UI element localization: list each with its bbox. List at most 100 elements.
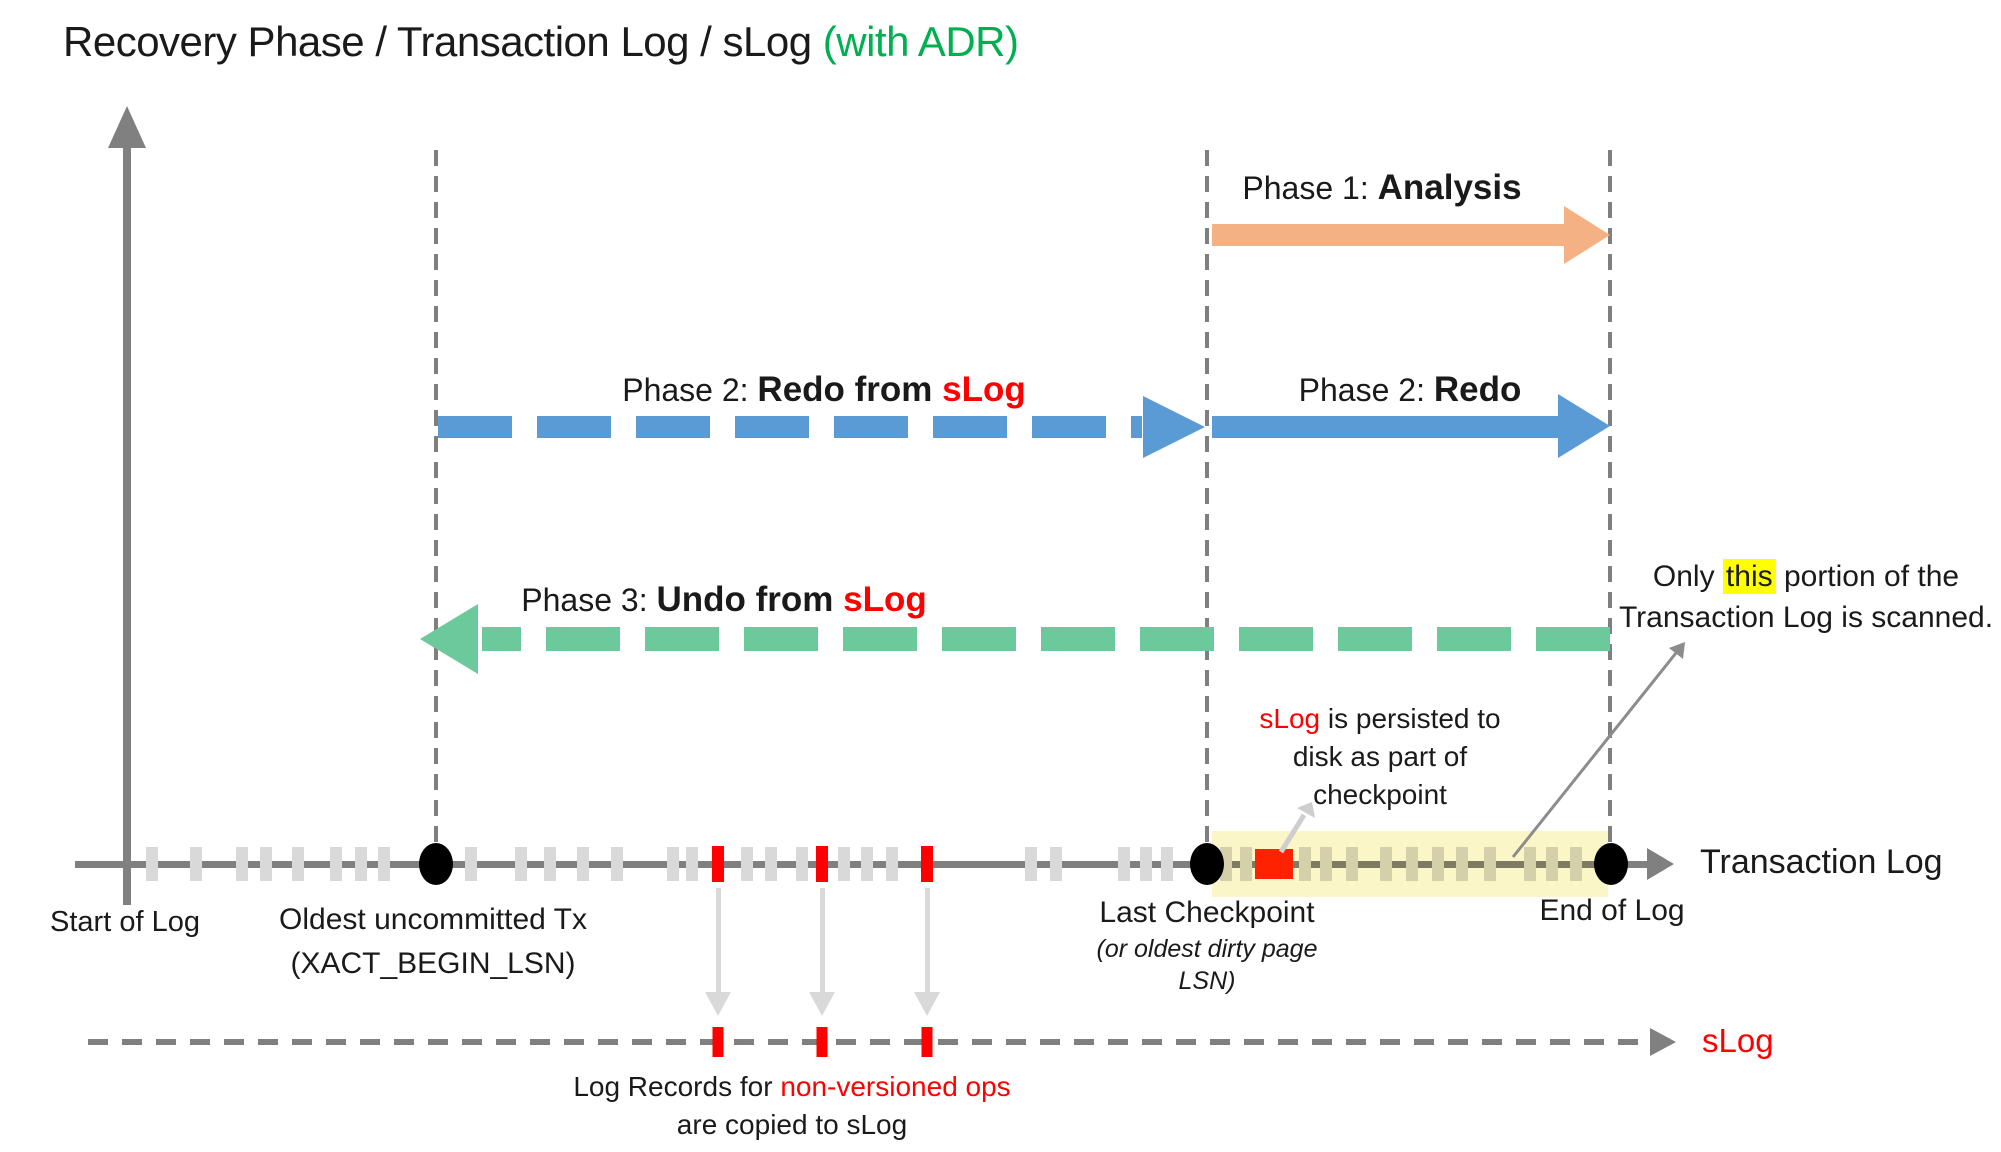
scanned-line1: Only this portion of the	[1619, 556, 1993, 597]
log-record-tick	[838, 847, 850, 881]
phase2-redo-arrow	[1212, 416, 1558, 438]
oldest-tx-line2: (XACT_BEGIN_LSN)	[290, 947, 576, 980]
log-record-tick	[861, 847, 873, 881]
checkpoint-dashed-line	[1205, 150, 1209, 850]
log-record-tick	[667, 847, 679, 881]
phase2-slog-prefix: Phase 2:	[622, 372, 758, 408]
copy-arrow-head	[914, 992, 940, 1016]
copy-arrow-shaft	[924, 888, 930, 992]
phase1-analysis-arrow	[1212, 224, 1564, 246]
phase1-label: Phase 1: Analysis	[1242, 168, 1521, 208]
persisted-line2: disk as part of	[1292, 741, 1468, 772]
log-record-tick	[544, 847, 556, 881]
log-record-tick	[515, 847, 527, 881]
log-record-tick	[1161, 847, 1173, 881]
title-main: Recovery Phase / Transaction Log / sLog	[63, 18, 823, 65]
scanned-callout-arrow-icon	[1511, 642, 1685, 858]
phase3-prefix: Phase 3:	[521, 582, 657, 618]
end-of-log-label: End of Log	[1539, 894, 1685, 927]
copy-to-slog-arrow-icon	[809, 888, 835, 1016]
log-record-tick	[741, 847, 753, 881]
phase1-arrowhead-icon	[1564, 206, 1610, 264]
log-record-tick	[355, 847, 367, 881]
copied-red-text: non-versioned ops	[780, 1071, 1011, 1102]
phase3-slog-red: sLog	[843, 580, 927, 619]
log-record-tick	[886, 847, 898, 881]
log-record-tick	[236, 847, 248, 881]
oldest-tx-line1: Oldest uncommitted Tx	[279, 903, 587, 936]
log-record-tick	[686, 847, 698, 881]
page-title: Recovery Phase / Transaction Log / sLog …	[63, 18, 1019, 66]
log-record-tick	[330, 847, 342, 881]
scanned-portion-note: Only this portion of the Transaction Log…	[1619, 556, 1993, 638]
copy-to-slog-arrow-icon	[705, 888, 731, 1016]
copied-line2: are copied to sLog	[676, 1109, 908, 1140]
slog-record-tick	[712, 1027, 724, 1057]
phase3-name: Undo from	[656, 580, 844, 619]
slog-record-tick	[921, 1027, 933, 1057]
start-of-log-label: Start of Log	[50, 906, 200, 938]
phase2-slog-red: sLog	[942, 370, 1026, 409]
slog-dashed-line	[88, 1039, 1650, 1045]
last-checkpoint-label: Last Checkpoint	[1099, 896, 1315, 929]
slog-persisted-marker	[1255, 849, 1293, 879]
log-record-tick	[260, 847, 272, 881]
log-record-tick	[292, 847, 304, 881]
oldest-tx-dot	[419, 843, 453, 885]
log-record-tick	[465, 847, 477, 881]
persisted-line1-rest: is persisted to	[1320, 703, 1501, 734]
non-versioned-op-tick	[816, 846, 828, 882]
phase2-name: Redo	[1433, 370, 1522, 409]
checkpoint-sub-line2: LSN)	[1178, 967, 1236, 995]
non-versioned-op-tick	[712, 846, 724, 882]
persisted-slog-word: sLog	[1259, 703, 1321, 734]
last-checkpoint-sublabel: (or oldest dirty page LSN)	[1097, 933, 1318, 997]
phase2-slog-arrowhead-icon	[1143, 396, 1205, 458]
persisted-line1: sLog is persisted to	[1259, 700, 1500, 738]
copy-to-slog-arrow-icon	[914, 888, 940, 1016]
log-record-tick	[1050, 847, 1062, 881]
phase3-arrowhead-icon	[420, 604, 478, 674]
title-accent: (with ADR)	[822, 18, 1019, 65]
copied-line1: Log Records for non-versioned ops	[573, 1068, 1010, 1106]
persisted-line3: checkpoint	[1313, 779, 1447, 810]
phase1-name: Analysis	[1377, 168, 1522, 207]
slog-arrowhead-icon	[1650, 1028, 1676, 1056]
copied-pre: Log Records for	[573, 1071, 781, 1102]
log-record-tick	[1118, 847, 1130, 881]
log-record-tick	[1025, 847, 1037, 881]
copy-arrow-shaft	[715, 888, 721, 992]
checkpoint-callout-arrow-icon	[1278, 802, 1315, 854]
non-versioned-op-tick	[921, 846, 933, 882]
y-axis-arrowhead-icon	[108, 106, 146, 148]
y-axis-line	[123, 145, 131, 905]
phase2-slog-name: Redo from	[757, 370, 943, 409]
scanned-highlight-word: this	[1722, 559, 1776, 594]
copy-arrow-head	[809, 992, 835, 1016]
phase1-prefix: Phase 1:	[1242, 170, 1378, 206]
copied-records-note: Log Records for non-versioned ops are co…	[573, 1068, 1010, 1144]
oldest-tx-dashed-line	[434, 150, 438, 850]
log-record-tick	[378, 847, 390, 881]
scanned-post: portion of the	[1775, 560, 1960, 593]
slog-persisted-note: sLog is persisted to disk as part of che…	[1259, 700, 1500, 814]
phase3-label: Phase 3: Undo from sLog	[521, 580, 926, 620]
log-record-tick	[190, 847, 202, 881]
phase2-arrowhead-icon	[1558, 394, 1610, 458]
transaction-log-arrowhead-icon	[1647, 848, 1674, 880]
checkpoint-dot	[1190, 843, 1224, 885]
phase2-slog-label: Phase 2: Redo from sLog	[622, 370, 1026, 410]
log-record-tick	[611, 847, 623, 881]
log-record-tick	[765, 847, 777, 881]
log-record-tick	[796, 847, 808, 881]
phase2-prefix: Phase 2:	[1298, 372, 1434, 408]
slog-record-tick	[816, 1027, 828, 1057]
end-of-log-dot	[1594, 843, 1628, 885]
copy-arrow-head	[705, 992, 731, 1016]
scanned-line2: Transaction Log is scanned.	[1618, 601, 1994, 634]
slog-label: sLog	[1702, 1022, 1774, 1059]
copy-arrow-shaft	[819, 888, 825, 992]
log-record-tick	[1140, 847, 1152, 881]
log-record-tick	[146, 847, 158, 881]
